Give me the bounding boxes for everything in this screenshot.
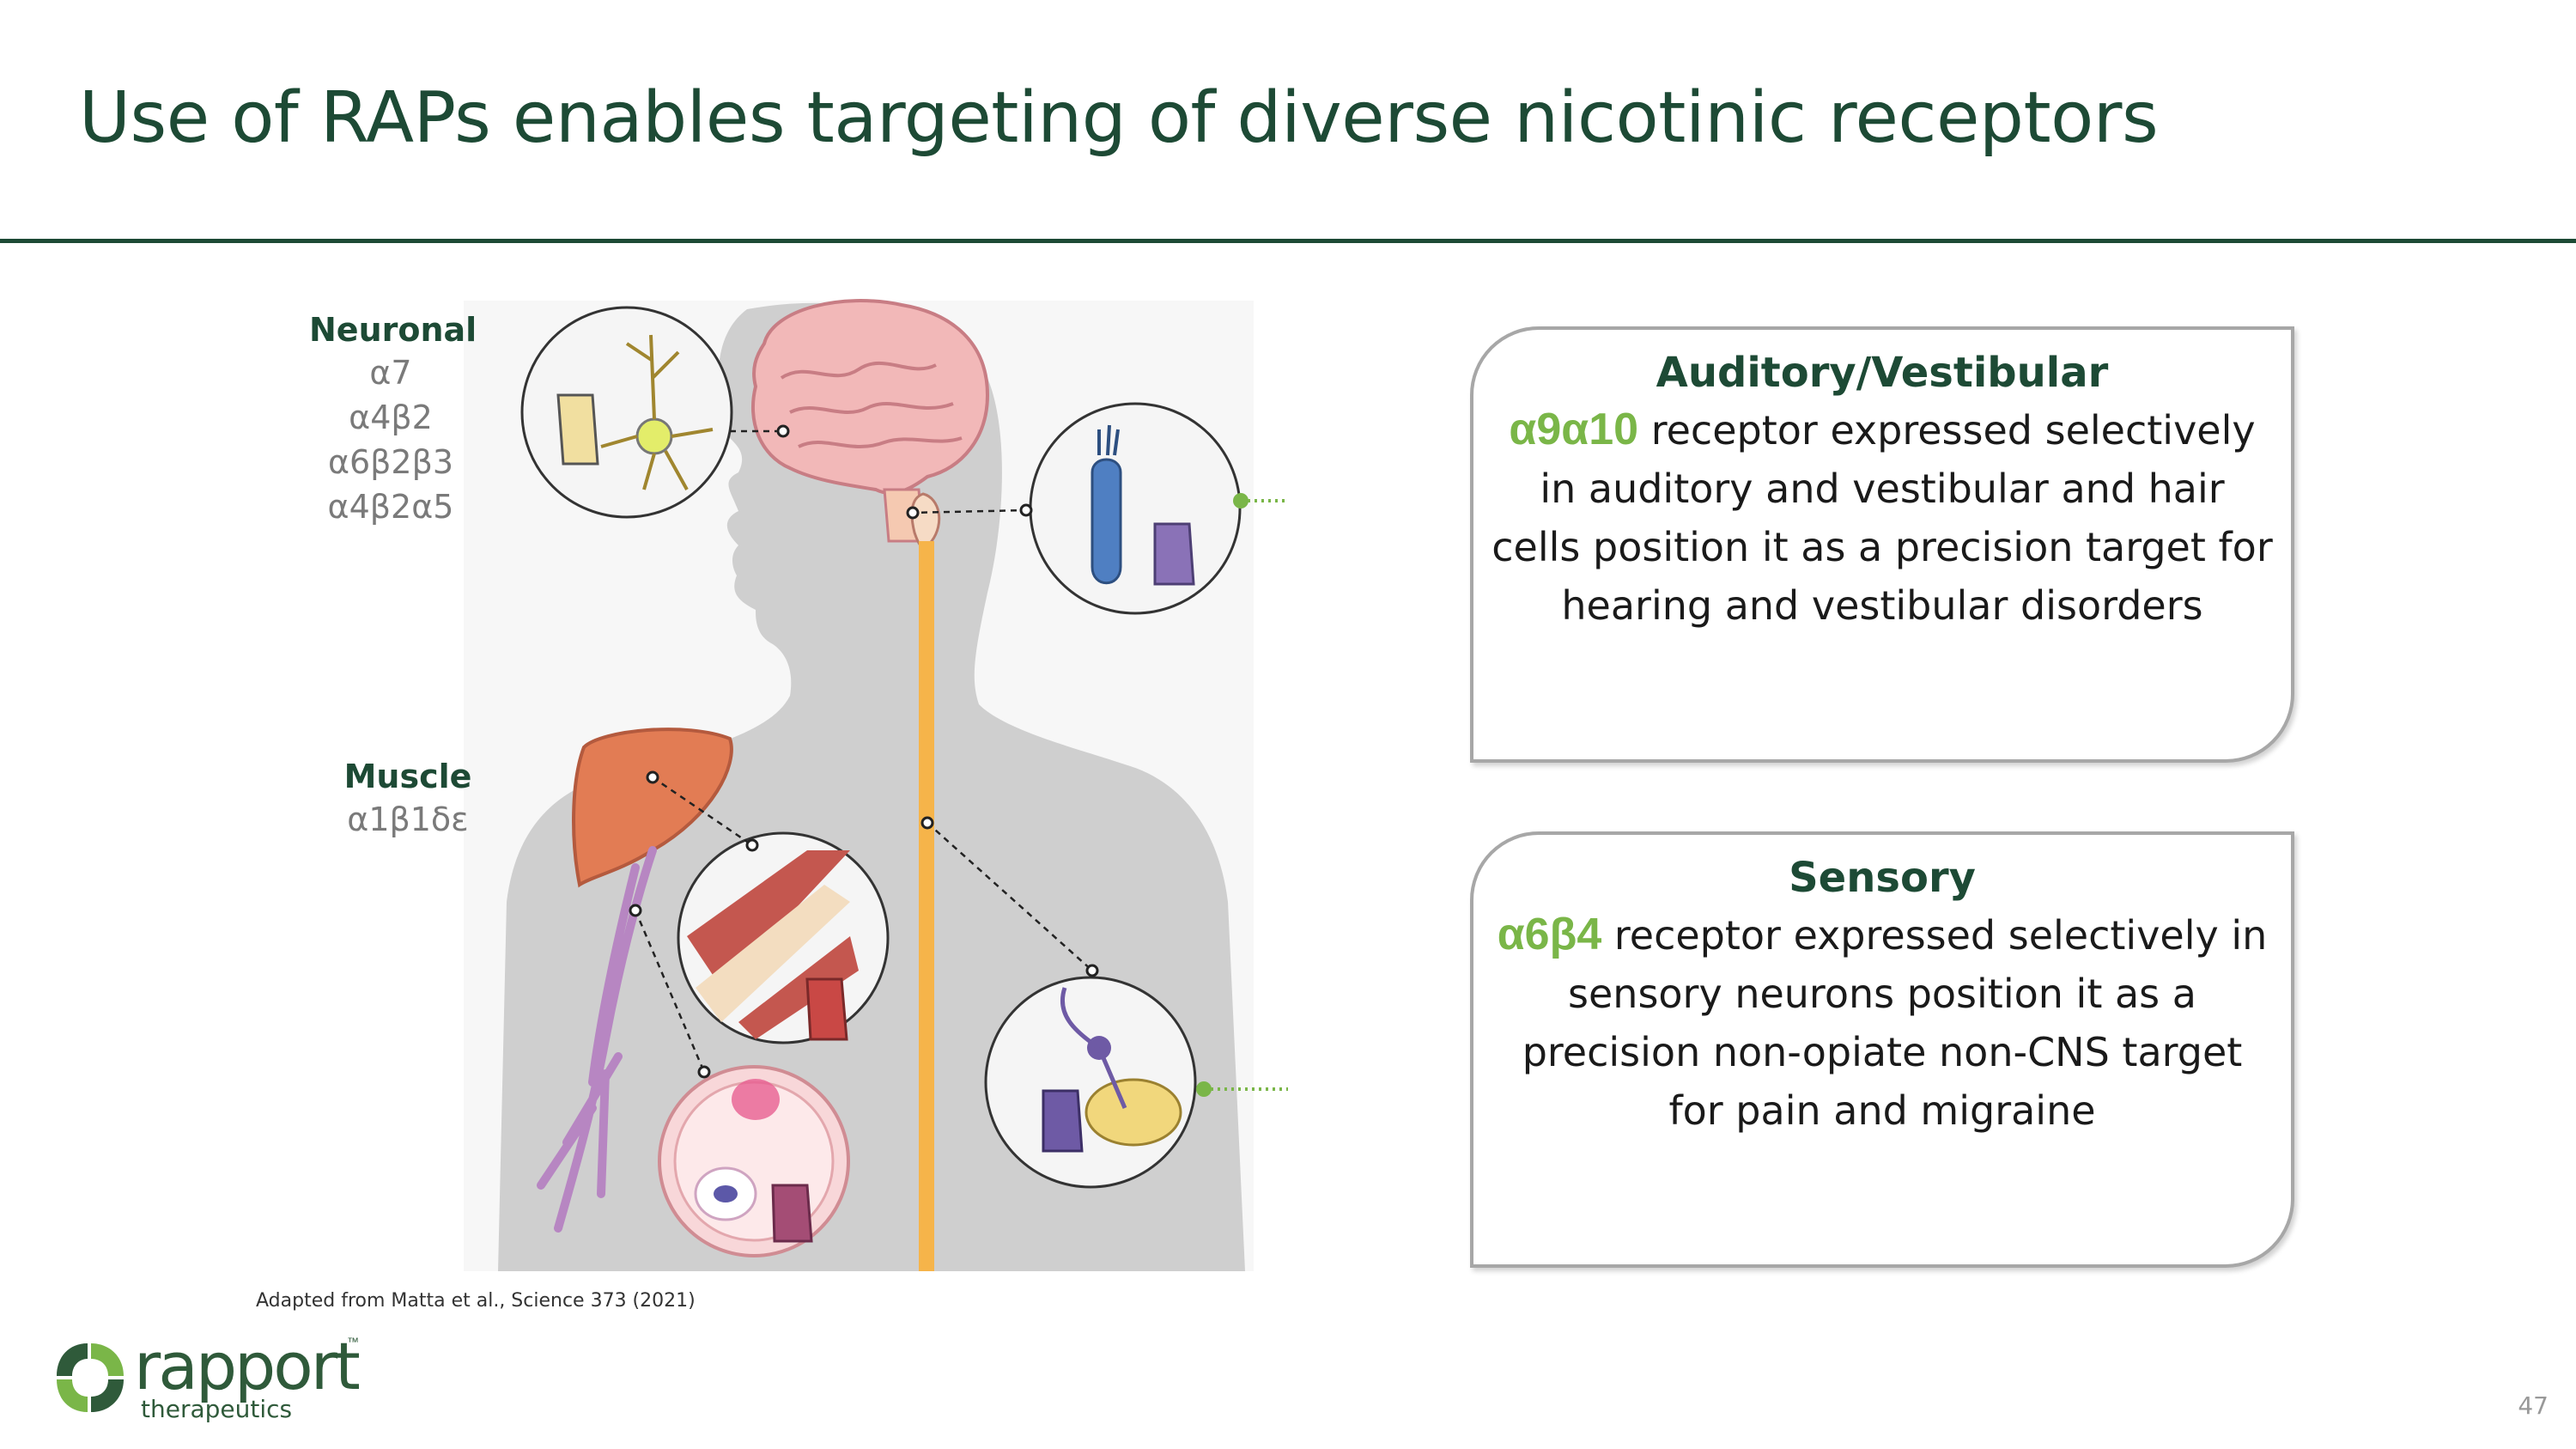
sensory-receptor-name: α6β4 — [1497, 910, 1602, 959]
spinal-cord-icon — [919, 541, 934, 1271]
muscle-arm-icon — [537, 728, 733, 1233]
muscle-heading: Muscle — [343, 758, 472, 795]
neuronal-receptor: α4β2α5 — [327, 488, 454, 526]
auditory-panel-body: α9α10 receptor expressed selectively in … — [1473, 400, 2291, 635]
panel-connectors — [1196, 493, 1288, 1097]
sensory-panel: Sensory α6β4 receptor expressed selectiv… — [1470, 831, 2294, 1268]
muscle-label-group: Muscle α1β1δε — [335, 756, 481, 842]
tissue-cells-circle-icon — [658, 1065, 850, 1257]
nicotinic-receptor-body-illustration — [464, 299, 1288, 1272]
figure-citation: Adapted from Matta et al., Science 373 (… — [256, 1290, 696, 1312]
trademark-symbol: ™ — [347, 1335, 359, 1349]
muscle-fiber-circle-icon — [677, 831, 890, 1044]
sensory-panel-text: receptor expressed selectively in sensor… — [1522, 912, 2268, 1134]
neuronal-label-group: Neuronal α7 α4β2 α6β2β3 α4β2α5 — [309, 309, 477, 529]
page-number: 47 — [2518, 1391, 2549, 1420]
auditory-receptor-name: α9α10 — [1509, 405, 1639, 454]
neuron-circle-icon — [520, 306, 733, 519]
sensory-panel-title: Sensory — [1789, 854, 1976, 902]
title-divider — [0, 239, 2576, 243]
rapport-tagline: therapeutics — [141, 1395, 293, 1423]
auditory-panel-text: receptor expressed selectively in audito… — [1492, 407, 2273, 629]
rapport-wordmark: rapport — [134, 1328, 361, 1404]
auditory-vestibular-panel: Auditory/Vestibular α9α10 receptor expre… — [1470, 326, 2294, 763]
muscle-receptor: α1β1δε — [347, 801, 469, 838]
slide-title: Use of RAPs enables targeting of diverse… — [79, 77, 2159, 159]
rapport-logo-mark-icon — [57, 1343, 124, 1412]
neuronal-receptor: α7 — [369, 354, 412, 392]
sensory-neuron-circle-icon — [984, 976, 1197, 1189]
rapport-logo: rapport ™ therapeutics — [50, 1328, 385, 1429]
auditory-panel-title: Auditory/Vestibular — [1656, 349, 2109, 397]
hair-cell-circle-icon — [1029, 402, 1242, 615]
sensory-panel-body: α6β4 receptor expressed selectively in s… — [1473, 905, 2291, 1140]
neuronal-heading: Neuronal — [309, 311, 477, 349]
neuronal-receptor: α6β2β3 — [327, 443, 454, 481]
neuronal-receptor: α4β2 — [349, 399, 433, 436]
